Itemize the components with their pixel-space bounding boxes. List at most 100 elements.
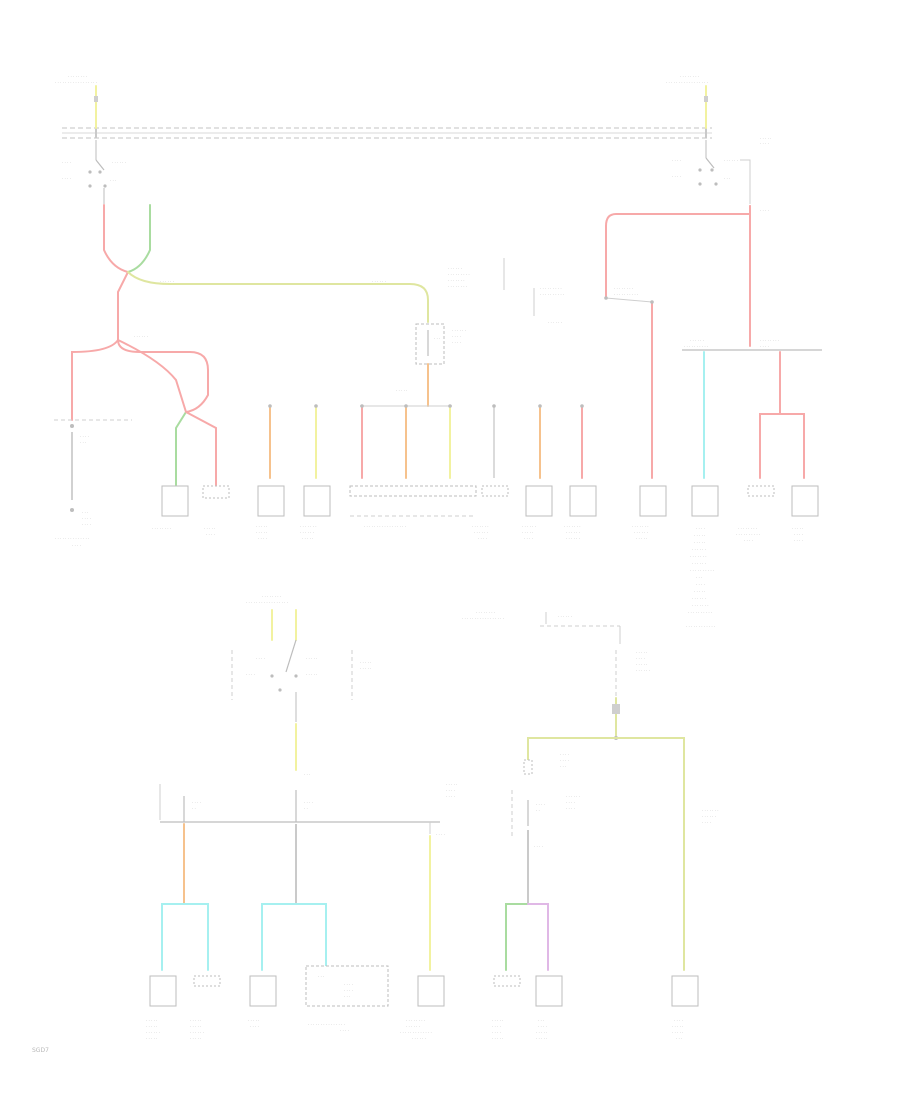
svg-text:· · · · ·: · · · · ·: [190, 1036, 201, 1041]
svg-text:· · · · · · · ·: · · · · · · · ·: [738, 526, 757, 531]
svg-text:· · · ·: · · · ·: [492, 1030, 501, 1035]
svg-text:· · · · · · · · · · · · · · ·: · · · · · · · · · · · · · · · · ·: [666, 80, 708, 85]
svg-text:· · · ·: · · · ·: [62, 160, 71, 165]
svg-text:· · · ·: · · · ·: [82, 522, 91, 527]
component-lower-module-1: · · · · · · · · · · · · · · · · · · · · …: [146, 975, 177, 1041]
svg-text:· · · ·: · · · ·: [560, 752, 569, 757]
svg-text:· · · ·: · · · ·: [436, 832, 445, 837]
svg-text:· · · ·: · · · ·: [446, 788, 455, 793]
component-module-h: · · · · · · · · · · · · ·: [791, 485, 819, 543]
svg-text:· · · · · · · · · ·: · · · · · · · · · ·: [736, 532, 760, 537]
svg-text:· · · · · · · ·: · · · · · · · ·: [680, 74, 699, 79]
svg-text:· · · · · · · · · · · · · ·: · · · · · · · · · · · · · ·: [55, 536, 89, 541]
svg-text:· · · · ·: · · · · ·: [146, 1024, 157, 1029]
svg-text:· · · ·: · · · ·: [344, 988, 353, 993]
svg-text:· · ·: · · ·: [318, 974, 324, 979]
svg-text:· · · · ·: · · · · ·: [256, 524, 267, 529]
svg-text:· · · ·: · · · ·: [344, 982, 353, 987]
svg-text:· · · · · ·: · · · · · ·: [522, 524, 536, 529]
component-module-d: · · · · · · · · · · · · · · ·: [522, 485, 553, 541]
svg-text:· · · · · · · · · · · ·: · · · · · · · · · · · ·: [686, 624, 715, 629]
svg-text:· · · · · ·: · · · · · ·: [566, 530, 580, 535]
svg-text:· · · ·: · · · ·: [192, 800, 201, 805]
svg-text:· ·: · ·: [536, 808, 540, 813]
svg-text:· · · · ·: · · · · ·: [146, 1036, 157, 1041]
svg-text:· · · · · · ·: · · · · · · ·: [564, 524, 581, 529]
svg-text:· · · · · · ·: · · · · · · ·: [472, 524, 489, 529]
component-module-a: · · · · · · · · · · · · · ·: [256, 485, 285, 541]
svg-text:· · · · · ·: · · · · · ·: [634, 530, 648, 535]
svg-text:· · ·: · · ·: [538, 1018, 544, 1023]
left-harness-wires: · · · · · · · · · · · · · · · · · · · · …: [54, 204, 429, 548]
svg-text:· · · ·: · · · ·: [258, 536, 267, 541]
ignition-switch-left: · · · · · · · · · · · · · · · · ·: [62, 140, 126, 204]
svg-text:· · · · ·: · · · · ·: [190, 1024, 201, 1029]
svg-text:· · · · · · · ·: · · · · · · · ·: [406, 1018, 425, 1023]
svg-text:· · · · ·: · · · · ·: [522, 530, 533, 535]
svg-text:· · · · ·: · · · · ·: [190, 1018, 201, 1023]
svg-text:· · · · · ·: · · · · · ·: [690, 338, 704, 343]
svg-text:· · · · ·: · · · · ·: [492, 1018, 503, 1023]
svg-text:· · · · ·: · · · · ·: [306, 656, 317, 661]
svg-text:· · · · ·: · · · · ·: [360, 666, 371, 671]
right-harness-wires: · · · · · · · · · · · · · · · · · · · · …: [533, 205, 822, 479]
svg-text:· · · · · ·: · · · · · ·: [448, 266, 462, 271]
svg-text:· · · · ·: · · · · ·: [446, 782, 457, 787]
svg-text:· · · ·: · · · ·: [760, 141, 769, 146]
svg-text:· · · · · ·: · · · · · ·: [566, 536, 580, 541]
component-module-g: · · · · · · · · · · · · · · · · · · · · …: [736, 485, 775, 543]
svg-text:· · · ·: · · · ·: [674, 1018, 683, 1023]
svg-text:· · · ·: · · · ·: [446, 794, 455, 799]
svg-text:· · ·: · · ·: [304, 772, 310, 777]
svg-text:· · · ·: · · · ·: [696, 526, 705, 531]
svg-text:· · · · · · · ·: · · · · · · · ·: [614, 286, 633, 291]
svg-text:· · · · ·: · · · · ·: [636, 536, 647, 541]
svg-text:· · · · · · ·: · · · · · · ·: [300, 524, 317, 529]
svg-text:· · · · ·: · · · · ·: [672, 1030, 683, 1035]
svg-text:· · · ·: · · · ·: [672, 158, 681, 163]
svg-text:· · · ·: · · · ·: [760, 344, 769, 349]
svg-text:· · ·: · · ·: [560, 764, 566, 769]
svg-text:· · · ·: · · · ·: [566, 806, 575, 811]
component-module-e: · · · · · · · · · · · · · · · · · · ·: [564, 485, 597, 541]
lower-fuse-panel: · · · · · · · · · · · · · · · · · · · · …: [159, 782, 457, 837]
svg-text:· ·: · ·: [304, 806, 308, 811]
svg-text:· ·: · ·: [192, 806, 196, 811]
svg-text:· · · ·: · · · ·: [452, 340, 461, 345]
svg-text:· · · · · · ·: · · · · · · ·: [632, 524, 649, 529]
svg-text:· · · · ·: · · · · ·: [636, 662, 647, 667]
svg-text:· · · ·: · · · ·: [534, 844, 543, 849]
svg-text:· · · · · · · · ·: · · · · · · · · ·: [540, 286, 562, 291]
svg-text:· · · · · ·: · · · · · ·: [412, 1036, 426, 1041]
svg-text:· · · · · ·: · · · · · ·: [134, 334, 148, 339]
component-fuse-relay-box: · · · · · · · · · · · · · · · · · · · · …: [305, 965, 389, 1033]
svg-text:· · · ·: · · · ·: [72, 543, 81, 548]
svg-text:· · · · · · ·: · · · · · · ·: [702, 808, 719, 813]
svg-text:· · · · · ·: · · · · · ·: [692, 547, 706, 552]
component-ignition-relay: · · · · · · · · ·: [202, 485, 230, 537]
svg-text:· · · ·: · · · ·: [636, 656, 645, 661]
svg-text:· · · · · ·: · · · · · ·: [692, 596, 706, 601]
svg-text:· · · ·: · · · ·: [524, 536, 533, 541]
component-module-b: · · · · · · · · · · · · · · · · · ·: [300, 485, 331, 541]
svg-text:· · · · · ·: · · · · · ·: [112, 160, 126, 165]
svg-text:· · · · · ·: · · · · · ·: [146, 1030, 160, 1035]
svg-text:· · · · · · · · · ·: · · · · · · · · · ·: [540, 292, 564, 297]
component-lower-module-5: · · · · · · · · · · · · · · · · · ·: [492, 975, 521, 1041]
svg-text:· · · ·: · · · ·: [492, 1024, 501, 1029]
svg-text:· · · · ·: · · · · ·: [536, 1036, 547, 1041]
svg-text:· · · · ·: · · · · ·: [694, 589, 705, 594]
svg-text:· · ·: · · ·: [80, 440, 86, 445]
svg-text:· · · · ·: · · · · ·: [760, 136, 771, 141]
central-fuse-block: · · · · · · · · · · · · · · · · · · · · …: [396, 258, 505, 407]
svg-text:· · · · · · · · · · · · ·: · · · · · · · · · · · · ·: [400, 1030, 432, 1035]
component-transmission-module: · · · · · · · · · · · · · · · · · · · · …: [686, 485, 719, 629]
svg-text:· · · ·: · · · ·: [702, 820, 711, 825]
svg-text:· · · · · ·: · · · · · ·: [190, 1030, 204, 1035]
svg-text:· · · · ·: · · · · ·: [146, 1018, 157, 1023]
svg-text:· · · · ·: · · · · ·: [256, 530, 267, 535]
svg-text:· · · ·: · · · ·: [794, 532, 803, 537]
component-module-f: · · · · · · · · · · · · · · · · · ·: [632, 485, 667, 541]
svg-text:· · · · · ·: · · · · · ·: [566, 794, 580, 799]
svg-text:· · · · · · ·: · · · · · · ·: [448, 278, 465, 283]
